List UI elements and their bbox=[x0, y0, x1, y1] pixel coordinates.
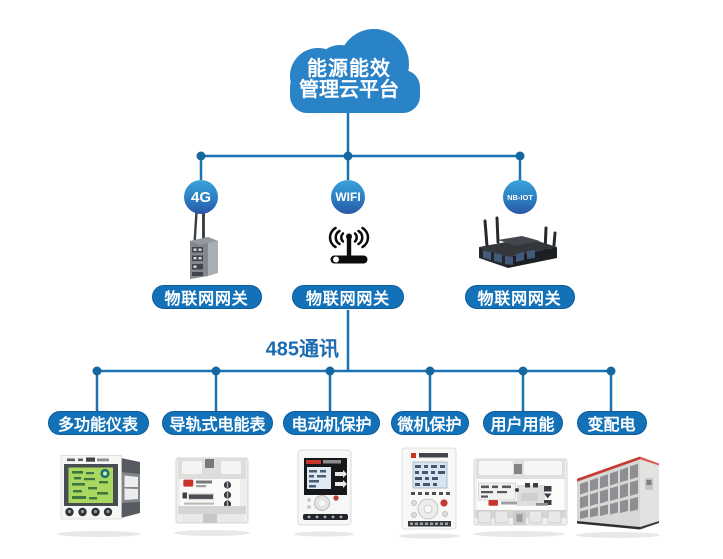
svg-text:485通讯: 485通讯 bbox=[266, 338, 339, 361]
svg-text:管理云平台: 管理云平台 bbox=[299, 77, 399, 101]
svg-text:能源能效: 能源能效 bbox=[307, 56, 391, 80]
